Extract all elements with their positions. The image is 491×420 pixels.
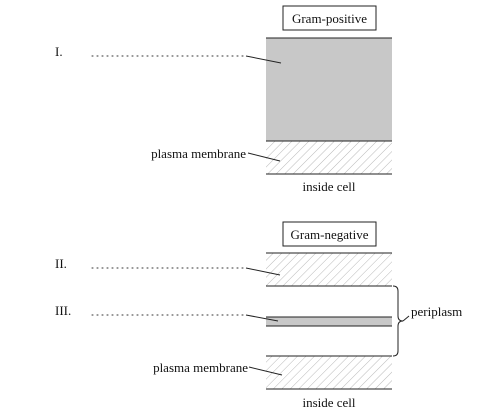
periplasm-bracket xyxy=(392,285,404,357)
label-II-leader xyxy=(245,267,281,276)
gram-positive-cell-wall xyxy=(266,38,392,141)
label-III-leader xyxy=(245,314,279,322)
gn-plasma-membrane-label: plasma membrane xyxy=(153,360,248,375)
gn-inside-cell-label: inside cell xyxy=(302,395,355,410)
gram-negative-title-box xyxy=(282,221,377,247)
gram-positive-plasma-membrane xyxy=(266,141,392,174)
label-I: I. xyxy=(55,44,63,59)
gp-membrane-leader xyxy=(247,152,281,162)
gram-positive-panel: Gram-positive I. plasma membrane inside … xyxy=(55,5,392,194)
gram-positive-title: Gram-positive xyxy=(292,11,367,26)
gn-membrane-leader xyxy=(248,366,283,376)
gram-negative-peptidoglycan-layer xyxy=(266,317,392,326)
gp-inside-cell-label: inside cell xyxy=(302,179,355,194)
gp-plasma-membrane-label: plasma membrane xyxy=(151,146,246,161)
gram-negative-title: Gram-negative xyxy=(291,227,369,242)
label-III: III. xyxy=(55,303,71,318)
label-II: II. xyxy=(55,256,67,271)
label-I-leader xyxy=(245,55,282,64)
periplasm-leader xyxy=(402,315,410,322)
gram-positive-title-box xyxy=(282,5,377,31)
gram-negative-outer-membrane xyxy=(266,253,392,286)
periplasm-label: periplasm xyxy=(411,304,462,319)
gram-negative-plasma-membrane xyxy=(266,356,392,389)
gram-negative-panel: Gram-negative II. III. periplasm plasma … xyxy=(55,221,462,410)
